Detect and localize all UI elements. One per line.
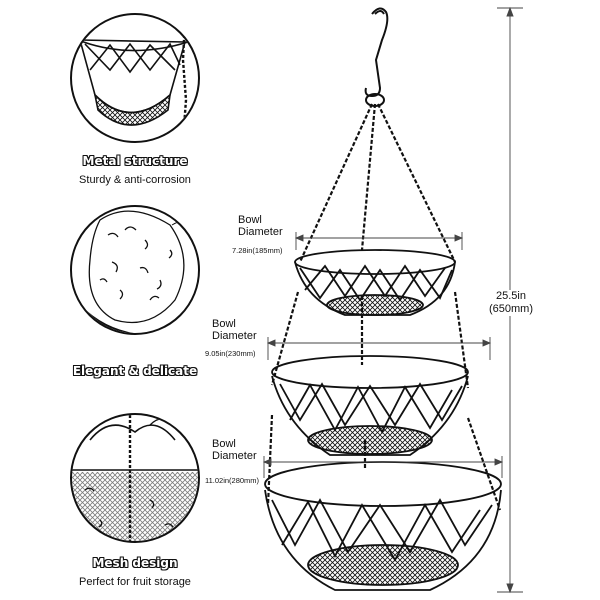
feature-circle-2 <box>70 205 200 335</box>
basket-bottom-diameter: 11.02in(280mm) <box>205 476 260 485</box>
basket-middle-label-line1: Bowl <box>212 318 236 330</box>
basket-top <box>294 249 456 316</box>
feature-circle-3 <box>70 413 200 543</box>
basket-top-label-line2: Diameter <box>238 226 283 238</box>
basket-top-label: Bowl Diameter <box>238 214 283 238</box>
total-height-inches: 25.5in <box>496 290 526 302</box>
basket-top-label-line1: Bowl <box>238 214 262 226</box>
feature-subtitle-1: Sturdy & anti-corrosion <box>79 174 191 186</box>
basket-bottom-label-line1: Bowl <box>212 438 236 450</box>
basket-bottom <box>264 461 502 591</box>
feature-title-3: Mesh design <box>92 556 178 570</box>
total-height-mm: (650mm) <box>488 303 533 315</box>
feature-title-2: Elegant & delicate <box>72 364 198 378</box>
hook <box>364 7 389 107</box>
basket-bottom-label-line2: Diameter <box>212 450 257 462</box>
basket-bottom-label: Bowl Diameter <box>212 438 257 462</box>
feature-title-1: Metal structure <box>82 154 188 168</box>
basket-middle-label-line2: Diameter <box>212 330 257 342</box>
basket-middle-label: Bowl Diameter <box>212 318 257 342</box>
feature-subtitle-3: Perfect for fruit storage <box>79 576 191 588</box>
basket-middle-diameter: 9.05in(230mm) <box>205 349 256 358</box>
feature-circle-1 <box>70 13 200 143</box>
basket-middle <box>271 355 469 456</box>
basket-top-diameter: 7.28in(185mm) <box>232 246 283 255</box>
total-height-label: 25.5in (650mm) <box>478 290 544 316</box>
